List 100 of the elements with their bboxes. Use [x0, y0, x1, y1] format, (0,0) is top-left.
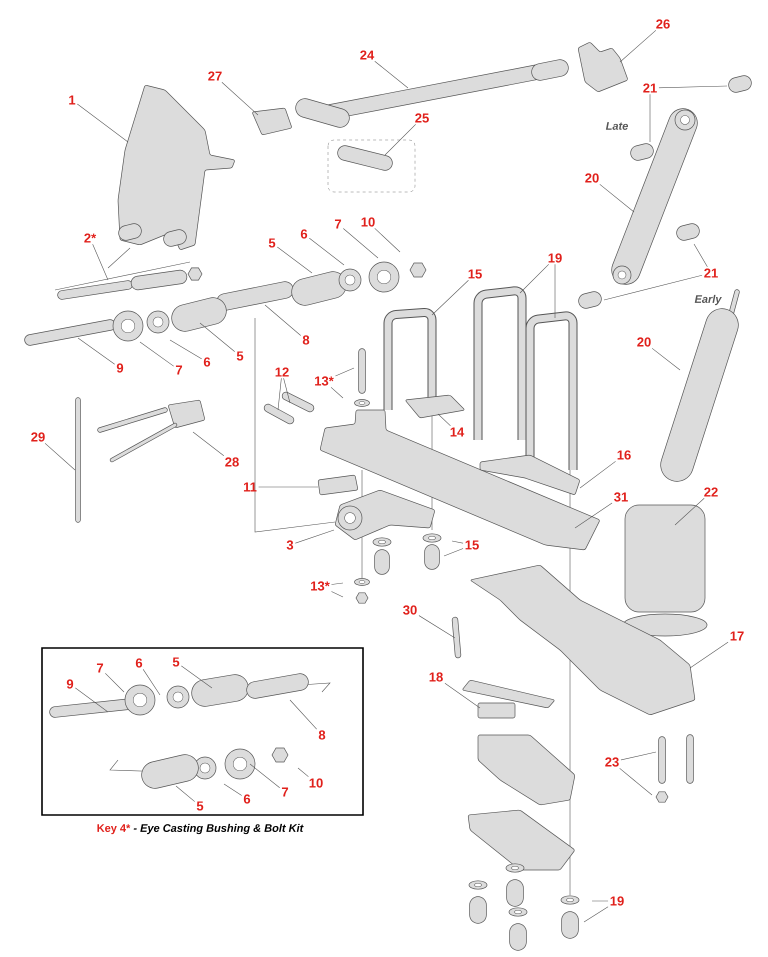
callout-number: 13* [315, 376, 334, 386]
leader-line [44, 443, 76, 470]
leader-line [690, 642, 728, 668]
callout-number: 24 [360, 50, 374, 60]
leader-line [298, 768, 309, 777]
leader-line [384, 124, 416, 156]
leader-line [652, 348, 680, 370]
leader-line [620, 30, 656, 62]
leader-line [444, 548, 464, 556]
callout-number: 27 [208, 71, 222, 81]
leader-line [331, 582, 344, 585]
callout-number: 8 [302, 335, 310, 345]
leader-line [77, 104, 128, 142]
callout-number: 22 [704, 487, 718, 497]
leader-line [592, 900, 608, 902]
leader-line [432, 280, 469, 316]
callout-number: 28 [225, 457, 239, 467]
callout-number: 31 [614, 492, 628, 502]
leader-line [330, 387, 344, 398]
callout-number: 6 [244, 794, 250, 804]
leader-line [105, 673, 124, 692]
leader-line [604, 274, 702, 300]
callout-number: 15 [466, 540, 479, 550]
leader-line [92, 244, 108, 280]
callout-number: 29 [31, 432, 45, 442]
leader-line [200, 322, 235, 352]
leader-line [554, 264, 556, 318]
leader-line [258, 486, 318, 488]
callout-number: 3 [286, 540, 294, 550]
leader-line [309, 238, 344, 266]
callout-number: 8 [318, 730, 326, 740]
callout-number: 21 [643, 83, 657, 93]
leader-line [418, 615, 456, 638]
variant-label: Late [606, 122, 628, 130]
leader-line [140, 342, 174, 366]
callout-number: 10 [362, 217, 375, 227]
leader-line [600, 184, 634, 212]
node-label: Key 4* [97, 824, 130, 834]
callout-number: 9 [66, 679, 74, 689]
leader-line [674, 498, 704, 526]
leader-line [520, 264, 549, 294]
callout-number: 19 [548, 253, 562, 263]
callout-number: 6 [136, 658, 142, 668]
callout-number: 20 [637, 337, 651, 347]
callout-number: 7 [334, 220, 342, 228]
leader-line [192, 432, 224, 456]
leader-line [620, 752, 656, 760]
callout-number: 1 [69, 96, 76, 104]
callout-number: 5 [236, 351, 244, 361]
leader-line [619, 768, 652, 796]
callout-number: 5 [172, 657, 180, 667]
callout-number: 9 [116, 363, 124, 373]
callout-number: 17 [730, 632, 744, 640]
leader-line [580, 461, 616, 488]
callout-number: 5 [196, 801, 204, 811]
callout-number: 6 [204, 357, 210, 367]
leader-line [335, 368, 354, 376]
leader-line [278, 378, 282, 410]
node-label: - Eye Casting Bushing & Bolt Kit [134, 824, 304, 834]
callout-number: 23 [605, 757, 619, 767]
callout-number: 30 [403, 605, 417, 615]
leader-line [343, 228, 378, 258]
callout-number: 25 [415, 113, 429, 123]
leader-line [170, 340, 202, 360]
callout-number: 5 [268, 238, 276, 248]
callout-number: 11 [244, 482, 257, 492]
callout-number: 14 [450, 428, 464, 436]
leader-line [283, 378, 290, 404]
leader-line [277, 246, 312, 274]
leader-line [574, 502, 612, 528]
callout-number: 6 [300, 229, 308, 239]
leader-line [181, 666, 212, 688]
callout-number: 13* [311, 581, 330, 591]
callout-number: 16 [618, 450, 631, 460]
callout-number: 21 [704, 268, 718, 278]
variant-label: Early [694, 294, 722, 306]
leader-line [250, 764, 280, 788]
leader-line [584, 906, 608, 922]
leader-line [331, 591, 344, 598]
callout-number: 19 [610, 896, 624, 906]
leader-line [374, 60, 408, 88]
callout-number: 26 [656, 19, 670, 29]
leader-line [374, 228, 400, 252]
callout-number: 12 [276, 367, 289, 377]
callout-number: 7 [282, 788, 288, 796]
callout-number: 20 [585, 173, 599, 183]
callout-number: 7 [176, 366, 182, 374]
callout-number: 10 [310, 778, 323, 788]
leader-line [658, 86, 728, 88]
leader-line [176, 786, 195, 802]
callout-number: 2* [84, 233, 96, 243]
leader-line [452, 540, 464, 544]
leader-line [78, 338, 115, 364]
leader-line [264, 304, 301, 336]
leader-line [444, 683, 480, 708]
leader-line [222, 82, 258, 116]
leader-line [75, 688, 108, 712]
leader-line [295, 530, 334, 544]
callout-number: 7 [96, 664, 104, 672]
leader-line [142, 669, 160, 696]
